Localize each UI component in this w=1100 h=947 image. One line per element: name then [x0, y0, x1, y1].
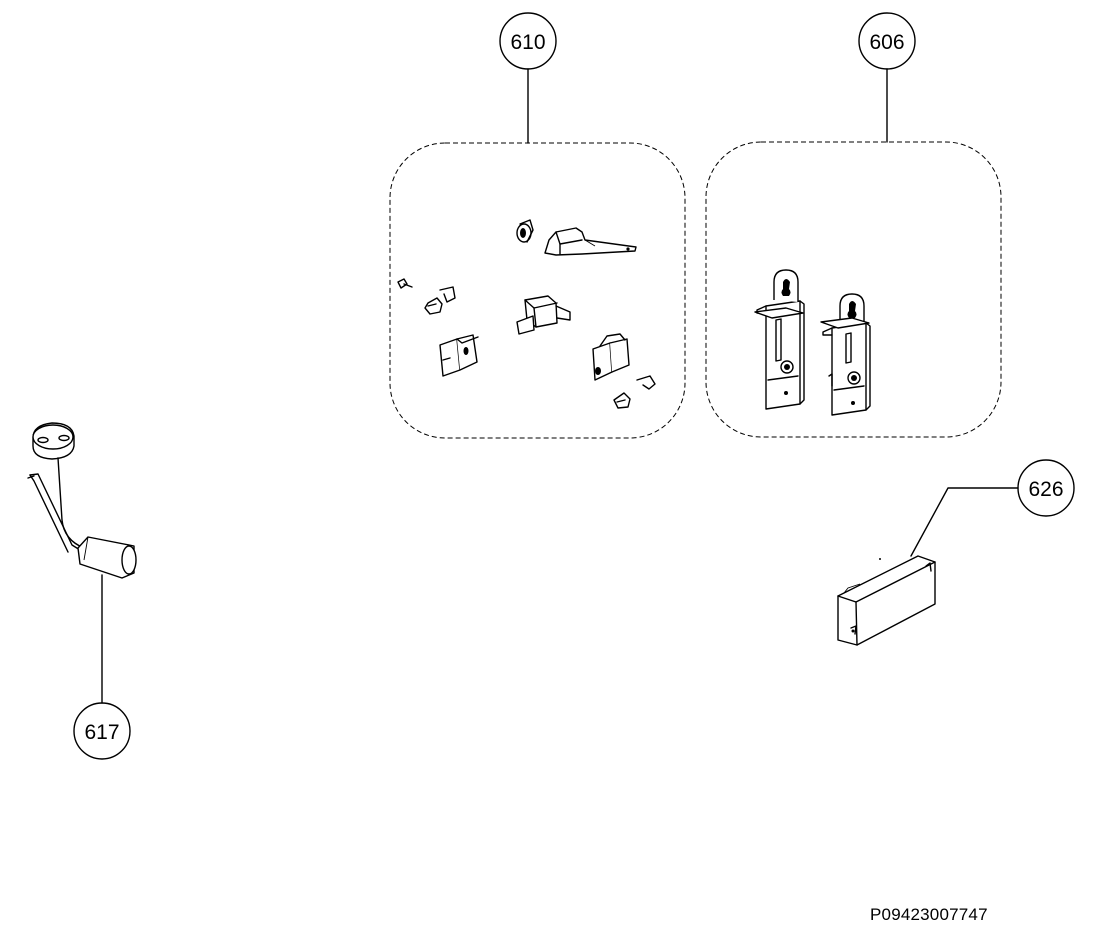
clip-part-left [424, 286, 456, 315]
oval-clip-part [516, 219, 534, 243]
bracket-part-center [516, 295, 571, 335]
callout-610[interactable]: 610 [499, 12, 557, 144]
callout-626-label: 626 [1028, 478, 1063, 501]
hinge-brackets-pair [754, 269, 871, 416]
callout-606[interactable]: 606 [858, 12, 916, 143]
bracket-part-right [592, 333, 630, 381]
hinge-bracket-left [754, 269, 805, 410]
group-boundary-610 [389, 142, 686, 439]
hinge-parts-kit [397, 219, 656, 409]
electronic-module-part [837, 555, 936, 646]
hinge-plate-part [544, 227, 637, 256]
sensor-cable-part [27, 422, 137, 579]
clip-part-right [613, 375, 656, 409]
reference-code: P09423007747 [870, 905, 988, 924]
callout-617-label: 617 [84, 721, 119, 744]
callout-626[interactable]: 626 [910, 459, 1075, 557]
hinge-bracket-right [820, 293, 871, 416]
screw-part [397, 278, 413, 289]
group-boundary-606 [705, 141, 1002, 438]
bracket-part-left [439, 334, 479, 377]
callout-606-label: 606 [869, 31, 904, 54]
callout-610-label: 610 [510, 31, 545, 54]
callout-626-leader [910, 487, 1019, 557]
callout-617[interactable]: 617 [73, 574, 131, 760]
